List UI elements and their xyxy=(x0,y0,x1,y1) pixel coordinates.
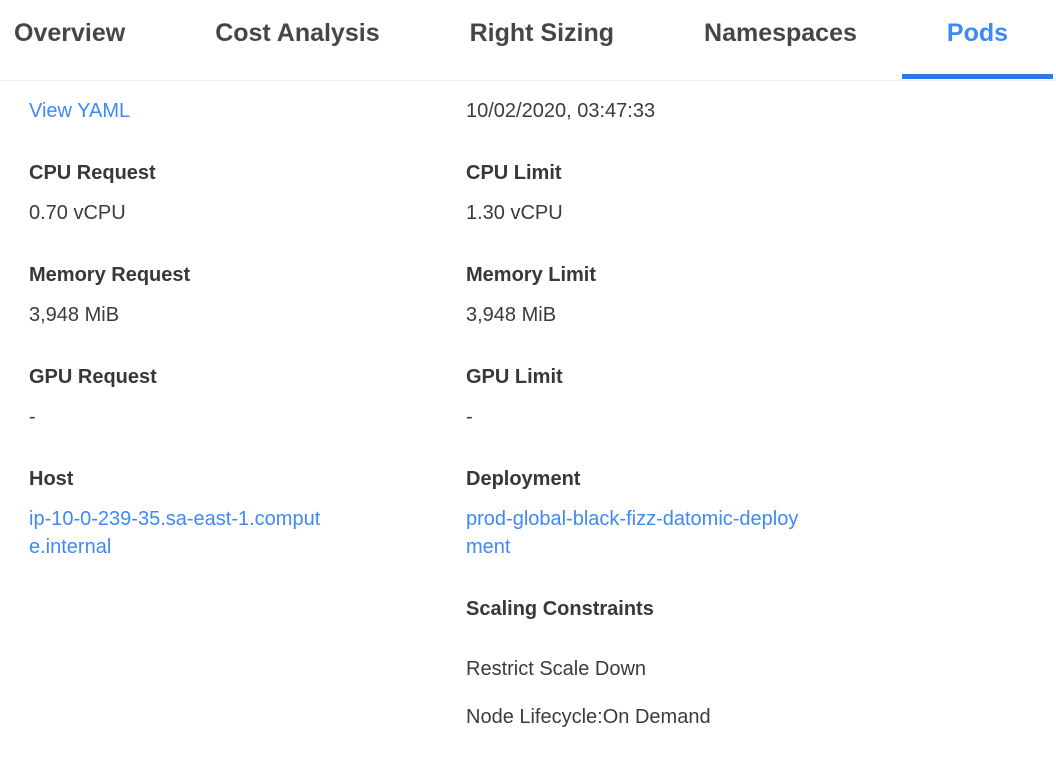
pod-details-panel: View YAML CPU Request 0.70 vCPU Memory R… xyxy=(0,81,1056,758)
gpu-request-value: - xyxy=(29,406,36,428)
gpu-limit-label: GPU Limit xyxy=(466,366,563,388)
memory-limit-field: Memory Limit 3,948 MiB xyxy=(466,261,1056,329)
scaling-constraint-restrict-scale-down: Restrict Scale Down xyxy=(466,658,647,680)
host-field: Host ip-10-0-239-35.sa-east-1.compute.in… xyxy=(29,465,466,561)
deployment-field: Deployment prod-global-black-fizz-datomi… xyxy=(466,465,1056,561)
host-label: Host xyxy=(29,468,74,490)
tab-namespaces[interactable]: Namespaces xyxy=(704,19,857,47)
view-yaml-row: View YAML xyxy=(29,97,466,125)
scaling-constraint-node-lifecycle: Node Lifecycle:On Demand xyxy=(466,706,711,728)
scaling-constraints-field: Scaling Constraints Restrict Scale Down … xyxy=(466,595,1056,731)
details-right-column: 10/02/2020, 03:47:33 CPU Limit 1.30 vCPU… xyxy=(466,97,1056,758)
cpu-request-field: CPU Request 0.70 vCPU xyxy=(29,159,466,227)
tab-overview[interactable]: Overview xyxy=(14,19,126,47)
deployment-label: Deployment xyxy=(466,468,581,490)
details-left-column: View YAML CPU Request 0.70 vCPU Memory R… xyxy=(29,97,466,758)
tab-bar: Overview Cost Analysis Right Sizing Name… xyxy=(0,0,1056,81)
memory-request-field: Memory Request 3,948 MiB xyxy=(29,261,466,329)
memory-limit-value: 3,948 MiB xyxy=(466,304,557,326)
view-yaml-link[interactable]: View YAML xyxy=(29,100,131,122)
gpu-request-field: GPU Request - xyxy=(29,363,466,431)
memory-limit-label: Memory Limit xyxy=(466,264,597,286)
tab-right-sizing[interactable]: Right Sizing xyxy=(469,19,615,47)
scaling-constraints-label: Scaling Constraints xyxy=(466,598,654,620)
cpu-request-label: CPU Request xyxy=(29,162,156,184)
cpu-limit-field: CPU Limit 1.30 vCPU xyxy=(466,159,1056,227)
cpu-request-value: 0.70 vCPU xyxy=(29,202,126,224)
gpu-limit-value: - xyxy=(466,406,473,428)
cpu-limit-value: 1.30 vCPU xyxy=(466,202,563,224)
tab-pods[interactable]: Pods xyxy=(901,0,1054,80)
cpu-limit-label: CPU Limit xyxy=(466,162,562,184)
host-link[interactable]: ip-10-0-239-35.sa-east-1.compute.interna… xyxy=(29,508,321,558)
memory-request-label: Memory Request xyxy=(29,264,191,286)
gpu-request-label: GPU Request xyxy=(29,366,157,388)
tab-cost-analysis[interactable]: Cost Analysis xyxy=(215,19,380,47)
memory-request-value: 3,948 MiB xyxy=(29,304,120,326)
created-timestamp: 10/02/2020, 03:47:33 xyxy=(466,100,656,122)
deployment-link[interactable]: prod-global-black-fizz-datomic-deploymen… xyxy=(466,508,799,558)
gpu-limit-field: GPU Limit - xyxy=(466,363,1056,431)
